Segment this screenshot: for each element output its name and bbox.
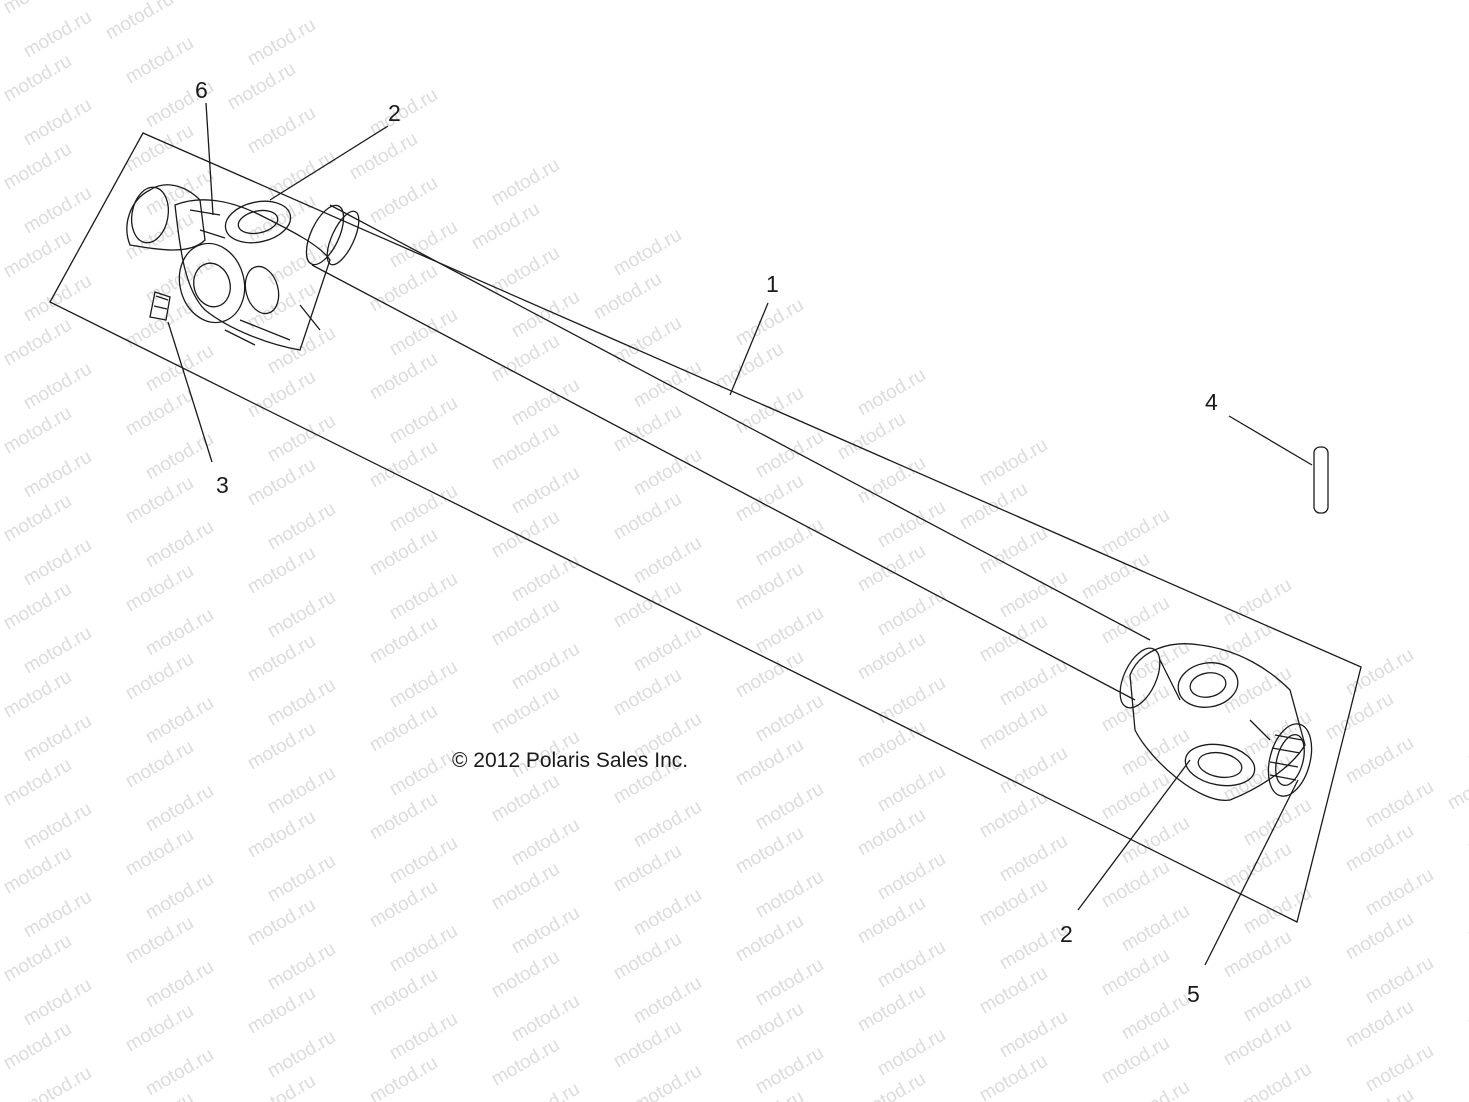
shaft-tube [311,204,1151,701]
leader-yoke-bearing-bottom [1077,759,1191,911]
assembly-outline [49,132,1362,923]
roll-pin-part [1313,446,1329,514]
leader-yoke-bearing-top [269,125,389,201]
copyright-notice: © 2012 Polaris Sales Inc. [452,749,688,772]
callout-5: 5 [1187,981,1200,1007]
spline-bore [1267,723,1313,797]
leader-shaft [729,302,769,396]
leader-retainer [205,102,214,216]
callout-4: 4 [1205,389,1218,415]
callout-3: 3 [216,472,229,498]
tube-end-left [305,204,345,266]
callout-2-top: 2 [388,100,401,126]
leader-grease-fitting [167,321,213,463]
leader-spline-end [1204,779,1299,966]
callout-1: 1 [766,271,779,297]
right-u-joint [1119,643,1313,801]
grease-fitting-part [149,291,171,321]
callout-2-bottom: 2 [1060,921,1073,947]
callout-6: 6 [195,77,208,103]
leader-roll-pin [1228,415,1313,466]
left-u-joint [126,184,331,351]
